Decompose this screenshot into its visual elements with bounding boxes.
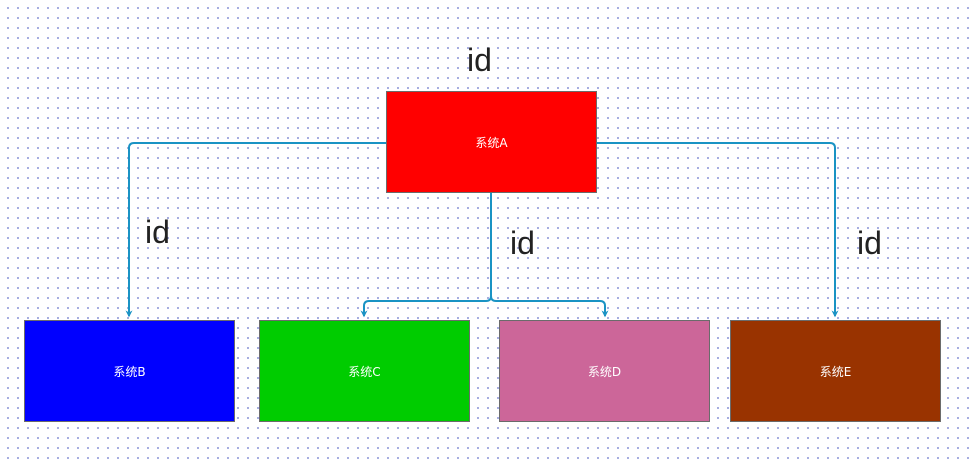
label-edge-cd-id: id bbox=[510, 225, 535, 261]
node-system-d-label: 系统D bbox=[587, 364, 622, 379]
node-system-a-label: 系统A bbox=[475, 135, 508, 150]
edge-a-d[interactable] bbox=[490, 295, 609, 318]
edge-a-b[interactable] bbox=[125, 142, 386, 318]
node-system-b-label: 系统B bbox=[113, 364, 146, 379]
edge-a-c[interactable] bbox=[360, 193, 492, 318]
node-system-c-label: 系统C bbox=[348, 364, 381, 379]
node-system-b[interactable]: 系统B bbox=[24, 320, 235, 422]
node-system-d[interactable]: 系统D bbox=[499, 320, 710, 422]
edge-a-e[interactable] bbox=[597, 142, 839, 318]
node-system-e-label: 系统E bbox=[819, 364, 852, 379]
node-system-a[interactable]: 系统A bbox=[386, 91, 597, 193]
node-system-e[interactable]: 系统E bbox=[730, 320, 941, 422]
label-edge-b-id: id bbox=[145, 214, 170, 250]
node-system-c[interactable]: 系统C bbox=[259, 320, 470, 422]
label-top-id: id bbox=[467, 42, 492, 78]
label-edge-e-id: id bbox=[857, 225, 882, 261]
